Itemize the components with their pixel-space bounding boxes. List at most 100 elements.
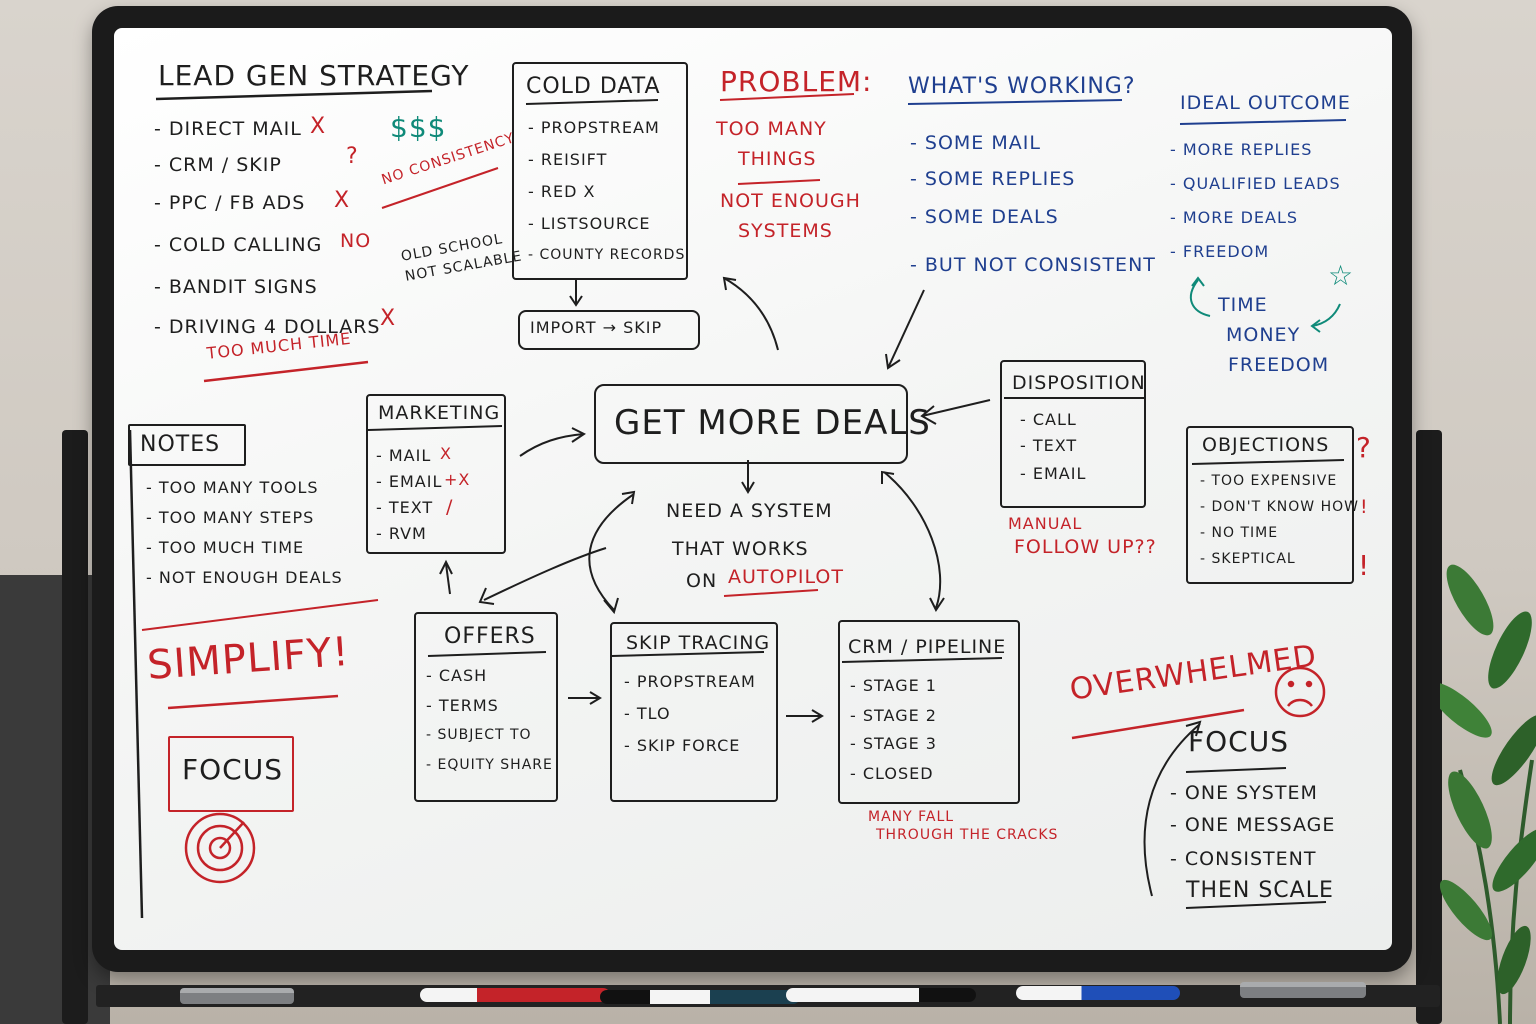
disposition-to-center-arrow xyxy=(921,399,991,417)
notes-item-3: - TOO MUCH TIME xyxy=(146,538,305,557)
problem-line-3: NOT ENOUGH xyxy=(720,190,861,212)
star-icon: ☆ xyxy=(1328,259,1355,292)
get-more-deals-title: GET MORE DEALS xyxy=(614,403,931,443)
skip-tracing-item-1: - PROPSTREAM xyxy=(624,672,756,691)
objections-mark-1: ? xyxy=(1356,431,1372,464)
whats-working-item-2: - SOME REPLIES xyxy=(910,168,1076,190)
blue-marker[interactable] xyxy=(1016,986,1180,1000)
offers-item-2: - TERMS xyxy=(426,696,499,715)
stand-left-leg xyxy=(62,430,88,1024)
lead-gen-mark-6: X xyxy=(380,306,397,331)
ideal-outcome-underline xyxy=(1179,119,1347,125)
need-system-line-2: THAT WORKS xyxy=(672,538,809,560)
skip-to-center-arrow xyxy=(588,493,635,611)
black-marker[interactable] xyxy=(600,990,800,1004)
lead-gen-item-4: - COLD CALLING xyxy=(154,234,323,256)
whats-working-item-4: - BUT NOT CONSISTENT xyxy=(910,254,1156,276)
whats-working-underline xyxy=(907,99,1123,105)
eraser-left[interactable] xyxy=(180,988,294,1004)
notes-item-1: - TOO MANY TOOLS xyxy=(146,478,319,497)
cold-data-underline xyxy=(525,99,659,105)
crm-box xyxy=(838,620,1020,804)
ideal-outcome-title: IDEAL OUTCOME xyxy=(1180,92,1351,114)
time-arrow-curve xyxy=(1189,279,1211,317)
simplify-underline xyxy=(167,694,339,710)
sad-face-icon xyxy=(1274,666,1326,718)
marketing-item-1: - MAIL xyxy=(376,446,432,465)
notes-red-divider xyxy=(141,599,379,631)
things-underline xyxy=(737,179,821,185)
objections-item-1: - TOO EXPENSIVE xyxy=(1200,473,1338,489)
manual-label: MANUAL xyxy=(1008,514,1083,533)
disposition-item-2: - TEXT xyxy=(1020,436,1078,455)
problem-line-2: THINGS xyxy=(738,148,817,170)
skip-tracing-item-3: - SKIP FORCE xyxy=(624,736,741,755)
problem-line-4: SYSTEMS xyxy=(738,220,833,242)
board-drawings xyxy=(128,89,1347,919)
ideal-money-label: MONEY xyxy=(1226,324,1301,346)
offers-item-3: - SUBJECT TO xyxy=(426,727,532,743)
autopilot-underline xyxy=(723,589,819,597)
notes-item-4: - NOT ENOUGH DEALS xyxy=(146,568,343,587)
overwhelmed-focus-title: FOCUS xyxy=(1188,725,1289,758)
whats-working-item-1: - SOME MAIL xyxy=(910,132,1041,154)
notes-left-line xyxy=(128,429,144,919)
target-icon xyxy=(184,812,256,884)
cold-data-item-5: - COUNTY RECORDS xyxy=(528,247,686,263)
ideal-freedom-label: FREEDOM xyxy=(1228,354,1330,376)
overwhelmed-item-3: - CONSISTENT xyxy=(1170,848,1317,870)
get-more-deals-box xyxy=(594,384,908,464)
ideal-outcome-item-1: - MORE REPLIES xyxy=(1170,140,1313,159)
ideal-time-label: TIME xyxy=(1218,294,1268,316)
stand-right-leg xyxy=(1416,430,1442,1024)
disposition-item-1: - CALL xyxy=(1020,410,1077,429)
lead-gen-mark-3: X xyxy=(334,188,351,213)
lead-gen-mark-2: ? xyxy=(346,144,359,169)
import-skip-label: IMPORT → SKIP xyxy=(530,318,663,337)
cold-data-box xyxy=(512,62,688,280)
cold-data-item-4: - LISTSOURCE xyxy=(528,214,651,233)
marketing-box xyxy=(366,394,506,554)
marketing-item-4: - RVM xyxy=(376,524,427,543)
lead-gen-item-3: - PPC / FB ADS xyxy=(154,192,306,214)
houseplant xyxy=(1440,564,1536,1024)
crm-title: CRM / PIPELINE xyxy=(848,636,1007,658)
red-marker[interactable] xyxy=(420,988,610,1002)
crm-item-2: - STAGE 2 xyxy=(850,706,937,725)
skip-tracing-item-2: - TLO xyxy=(624,704,671,723)
need-system-line-1: NEED A SYSTEM xyxy=(666,500,833,522)
disposition-box xyxy=(1000,360,1146,508)
ideal-outcome-item-4: - FREEDOM xyxy=(1170,242,1270,261)
lead-gen-item-1: - DIRECT MAIL xyxy=(154,118,302,140)
lead-gen-item-6: - DRIVING 4 DOLLARS xyxy=(154,316,381,338)
marketing-title: MARKETING xyxy=(378,402,501,424)
eraser-right[interactable] xyxy=(1240,982,1366,998)
marketing-to-center-arrow xyxy=(519,433,585,457)
objections-item-3: - NO TIME xyxy=(1200,525,1279,541)
offers-item-4: - EQUITY SHARE xyxy=(426,757,553,773)
notes-title: NOTES xyxy=(140,432,221,457)
too-much-time-underline xyxy=(203,360,369,383)
follow-up-label: FOLLOW UP?? xyxy=(1014,536,1157,558)
objections-mark-2: ! xyxy=(1360,496,1369,518)
lead-gen-item-5: - BANDIT SIGNS xyxy=(154,276,318,298)
lead-gen-mark-4: NO xyxy=(340,230,372,252)
need-system-line-3-prefix: ON xyxy=(686,570,718,592)
problem-title: PROBLEM: xyxy=(720,65,873,98)
notes-item-2: - TOO MANY STEPS xyxy=(146,508,315,527)
autopilot-label: AUTOPILOT xyxy=(728,566,844,588)
crm-to-center-arrow xyxy=(883,471,942,609)
offers-box xyxy=(414,612,558,802)
whats-working-title: WHAT'S WORKING? xyxy=(908,74,1136,99)
offers-title: OFFERS xyxy=(444,624,536,649)
overwhelmed-to-focus-arrow xyxy=(1143,723,1201,897)
skip-tracing-box xyxy=(610,622,778,802)
lead-gen-item-2: - CRM / SKIP xyxy=(154,154,282,176)
focus-label: FOCUS xyxy=(182,753,283,786)
problem-line-1: TOO MANY xyxy=(716,118,827,140)
star-arrow-curve xyxy=(1311,303,1341,327)
notes-title-box xyxy=(128,424,246,466)
green-marker[interactable] xyxy=(786,988,976,1002)
objections-box xyxy=(1186,426,1354,584)
ideal-outcome-item-2: - QUALIFIED LEADS xyxy=(1170,174,1341,193)
